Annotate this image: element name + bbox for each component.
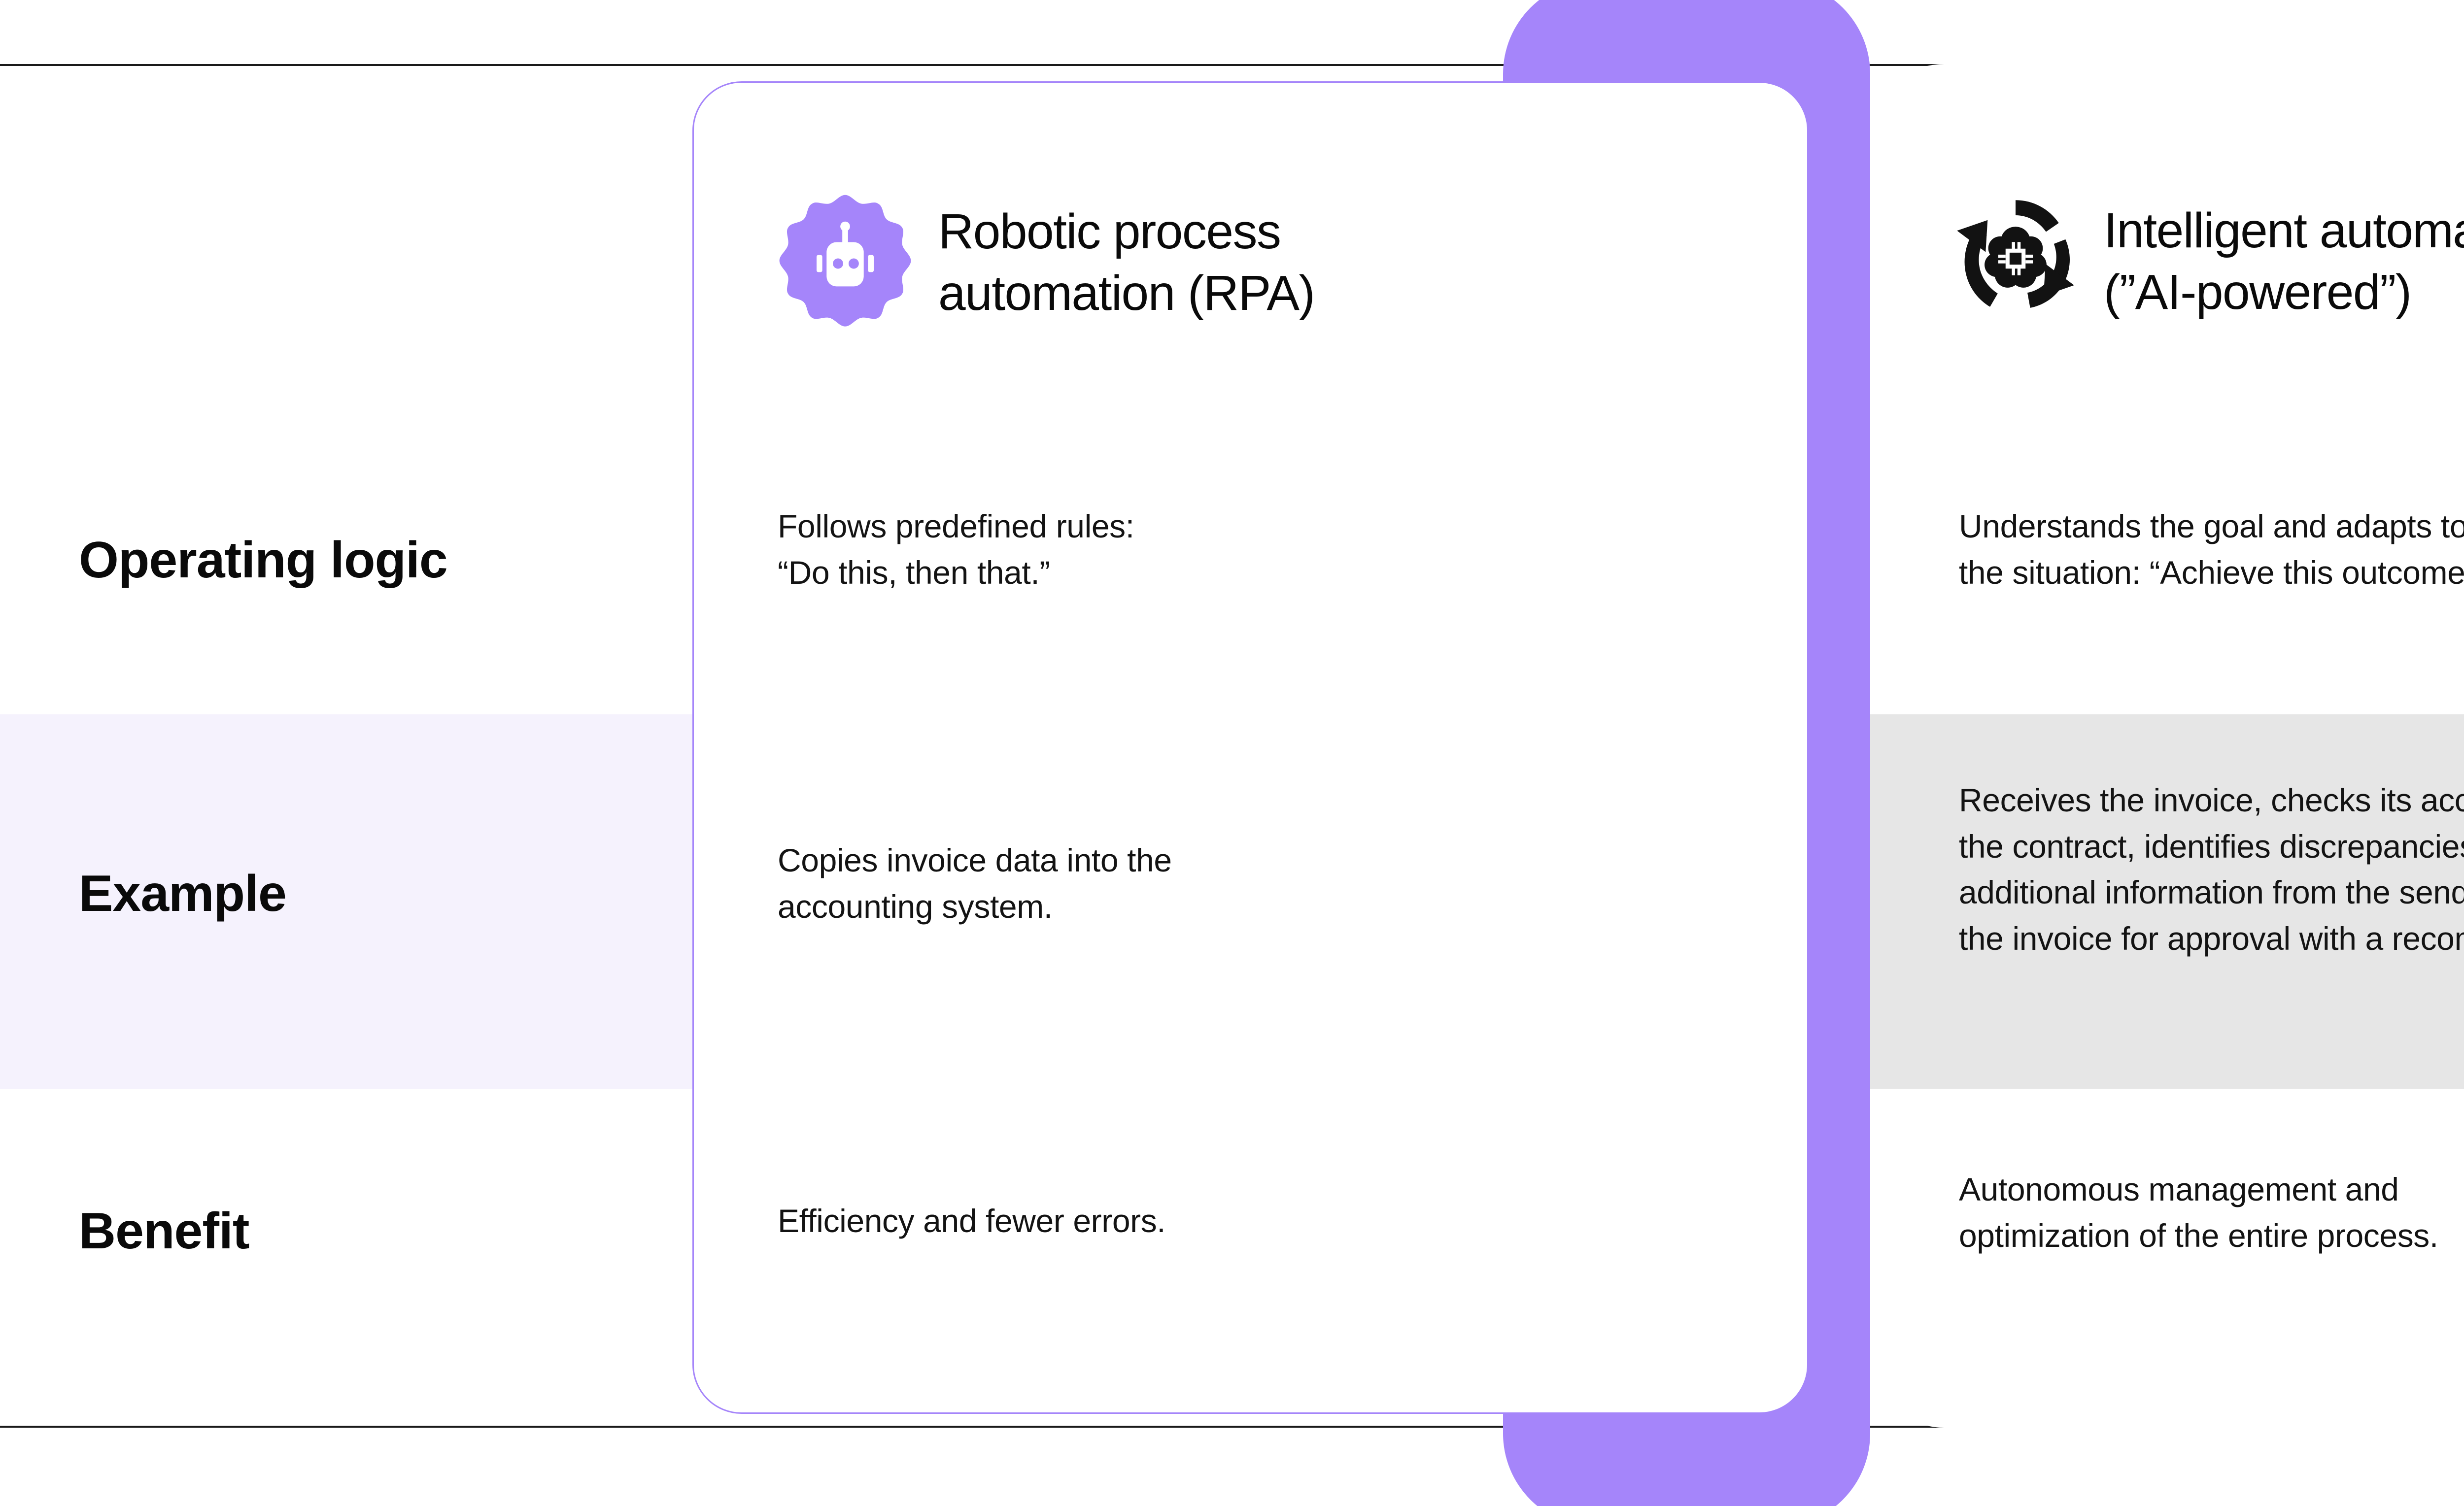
cell-operating-logic-rpa: Follows predefined rules: “Do this, then… bbox=[778, 508, 1134, 591]
table-rule-top bbox=[0, 64, 2464, 66]
column-title-rpa: Robotic process automation (RPA) bbox=[938, 204, 1315, 321]
intelligent-automation-card bbox=[1870, 64, 2464, 1428]
table-rule-bottom bbox=[0, 1426, 2464, 1428]
column-header-intelligent-automation: Intelligent automation (”AI-powered”) bbox=[1949, 192, 2464, 325]
cell-operating-logic-intelligent-automation: Understands the goal and adapts to the s… bbox=[1959, 508, 2464, 591]
cell-example-rpa: Copies invoice data into the accounting … bbox=[778, 842, 1172, 925]
intelligent-automation-example-band bbox=[1870, 714, 2464, 1089]
column-header-rpa: Robotic process automation (RPA) bbox=[774, 192, 1315, 335]
row-label-benefit: Benefit bbox=[79, 1203, 249, 1260]
row-label-example: Example bbox=[79, 865, 287, 922]
cell-example-intelligent-automation: Receives the invoice, checks its accurac… bbox=[1959, 782, 2464, 957]
cell-benefit-rpa: Efficiency and fewer errors. bbox=[778, 1203, 1166, 1239]
ai-brain-cycle-icon bbox=[1957, 200, 2074, 308]
cell-benefit-intelligent-automation: Autonomous management and optimization o… bbox=[1959, 1171, 2438, 1254]
column-title-intelligent-automation: Intelligent automation (”AI-powered”) bbox=[2104, 203, 2464, 320]
row-label-operating-logic: Operating logic bbox=[79, 532, 448, 589]
robot-gear-icon bbox=[779, 195, 911, 327]
